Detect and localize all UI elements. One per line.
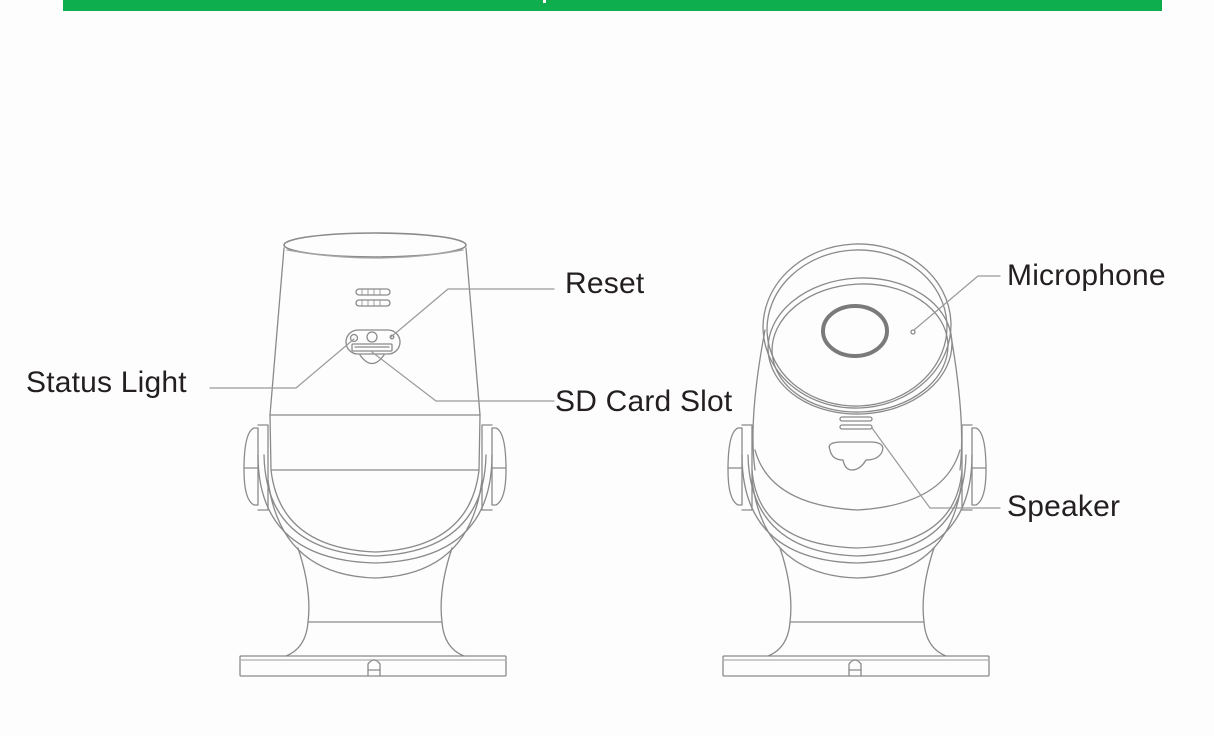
port-panel-icon bbox=[345, 329, 401, 365]
front-gimbal-right bbox=[961, 424, 987, 511]
rear-grille-icon bbox=[355, 288, 391, 307]
status-light-leader-line bbox=[209, 338, 355, 389]
speaker-label: Speaker bbox=[1007, 490, 1121, 523]
rear-gimbal-right bbox=[481, 424, 507, 511]
rear-leader-lines bbox=[209, 288, 555, 402]
microphone-hole-icon bbox=[910, 329, 916, 335]
front-view-camera-illustration bbox=[722, 243, 990, 677]
title-glyph-fragment bbox=[543, 0, 546, 3]
microphone-label: Microphone bbox=[1007, 259, 1166, 292]
status-light-label: Status Light bbox=[26, 366, 187, 399]
reset-label: Reset bbox=[565, 267, 645, 300]
speaker-leader-line bbox=[871, 427, 1001, 509]
reset-leader-line bbox=[390, 288, 555, 338]
lens-icon bbox=[821, 304, 889, 358]
sd-card-slot-label: SD Card Slot bbox=[555, 385, 733, 418]
speaker-grille-icon bbox=[839, 416, 873, 430]
rear-view-camera-illustration bbox=[239, 232, 507, 677]
header-banner bbox=[63, 0, 1162, 11]
front-leader-lines bbox=[871, 275, 1001, 509]
front-gimbal-left bbox=[727, 424, 753, 511]
rear-gimbal-left bbox=[243, 424, 269, 511]
microphone-leader-line bbox=[913, 275, 1001, 331]
sd-card-leader-line bbox=[371, 351, 555, 402]
